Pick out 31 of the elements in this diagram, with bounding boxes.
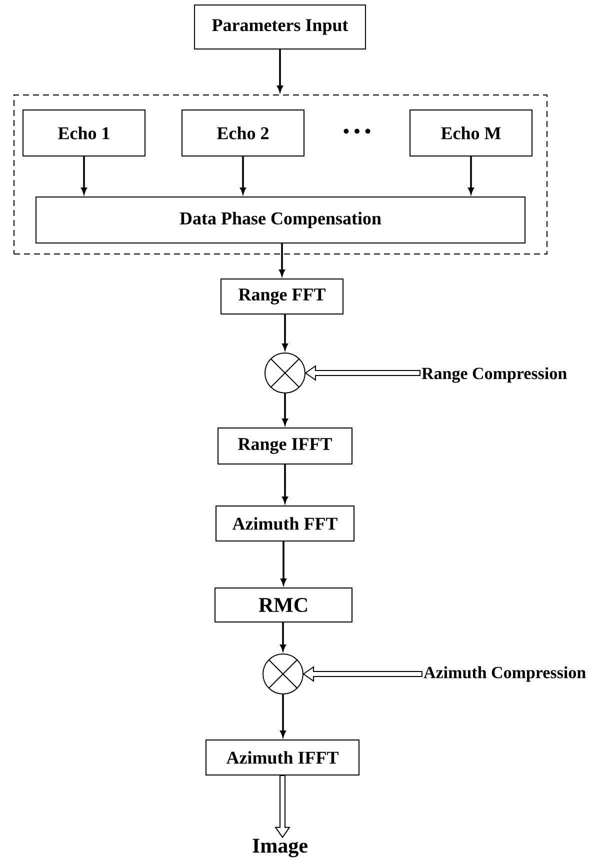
ellipsis: • • • — [344, 128, 370, 134]
hollow-arrow — [274, 775, 290, 838]
arrow — [280, 694, 286, 737]
process-box: Parameters Input — [194, 4, 366, 50]
output-label: Image — [252, 838, 308, 858]
arrow — [279, 244, 285, 276]
process-box: Echo 1 — [22, 110, 146, 156]
arrow — [282, 464, 288, 503]
arrow — [240, 156, 246, 194]
arrow — [277, 50, 283, 92]
input-label: Range Compression — [422, 367, 567, 383]
arrow — [282, 314, 288, 350]
process-box: RMC — [214, 588, 352, 622]
process-box: Azimuth FFT — [216, 506, 354, 542]
arrow — [280, 622, 286, 651]
dashed-group-frame — [14, 94, 548, 254]
input-label: Azimuth Compression — [424, 666, 586, 682]
multiplier-symbol — [262, 654, 304, 694]
process-box: Azimuth IFFT — [206, 740, 360, 776]
arrow — [282, 394, 288, 425]
process-box: Echo 2 — [182, 110, 304, 156]
arrow — [468, 156, 474, 194]
process-box: Data Phase Compensation — [36, 196, 526, 244]
hollow-arrow — [304, 365, 420, 381]
arrow — [280, 542, 286, 585]
hollow-arrow — [302, 666, 422, 682]
process-box: Echo M — [410, 110, 532, 156]
process-box: Range FFT — [220, 278, 344, 314]
multiplier-symbol — [264, 352, 306, 394]
process-box: Range IFFT — [218, 428, 352, 464]
arrow — [81, 156, 87, 194]
